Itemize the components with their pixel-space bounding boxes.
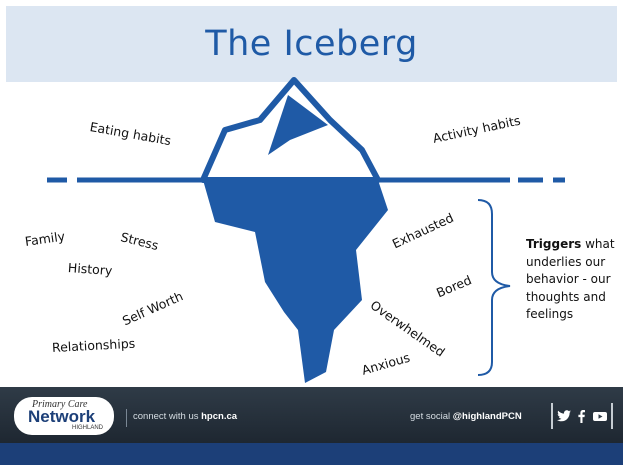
footer-bottom-band bbox=[0, 443, 623, 465]
youtube-icon[interactable] bbox=[593, 411, 608, 422]
triggers-bold: Triggers bbox=[526, 237, 582, 251]
social-prefix: get social bbox=[410, 411, 453, 422]
title-bar: The Iceberg bbox=[6, 6, 617, 82]
social-text: get social @highlandPCN bbox=[410, 411, 522, 422]
iceberg-body bbox=[203, 180, 388, 383]
footer-separator bbox=[126, 409, 127, 427]
connect-text: connect with us hpcn.ca bbox=[133, 411, 237, 422]
iceberg-facet bbox=[268, 95, 328, 155]
facebook-icon[interactable] bbox=[578, 409, 586, 423]
logo-line-2: Network bbox=[28, 407, 96, 426]
social-handle[interactable]: @highlandPCN bbox=[452, 411, 522, 422]
twitter-icon[interactable] bbox=[556, 410, 571, 422]
logo-line-1: Primary Care bbox=[32, 399, 88, 410]
triggers-text: Triggers what underlies our behavior - o… bbox=[526, 236, 618, 324]
website-link[interactable]: hpcn.ca bbox=[201, 411, 238, 422]
triggers-rest: what underlies our behavior - our though… bbox=[526, 237, 615, 321]
connect-prefix: connect with us bbox=[133, 411, 202, 422]
social-icons bbox=[551, 403, 613, 429]
label-history: History bbox=[67, 260, 113, 279]
logo-line-3: HIGHLAND bbox=[72, 425, 104, 431]
triggers-brace bbox=[477, 199, 511, 376]
primary-care-network-logo: Primary Care Network HIGHLAND bbox=[14, 397, 114, 435]
slide-title: The Iceberg bbox=[205, 24, 418, 64]
